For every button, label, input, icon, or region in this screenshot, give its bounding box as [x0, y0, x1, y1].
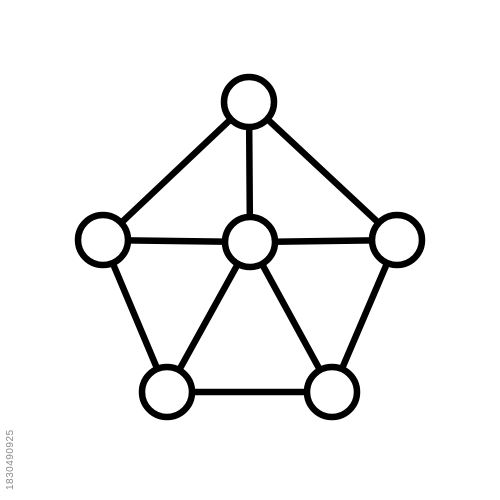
node-bottom-left [138, 363, 196, 421]
node-left [74, 211, 132, 269]
edge-center-bottom_left [163, 238, 254, 396]
stock-id-watermark: 1830490925 [5, 429, 16, 490]
node-right [368, 211, 426, 269]
edge-top-left [99, 98, 253, 244]
node-center [221, 213, 279, 271]
node-top [220, 73, 278, 131]
edge-top-right [245, 98, 401, 244]
edge-center-bottom_right [246, 238, 336, 396]
node-bottom-right [303, 363, 361, 421]
nodes-layer [74, 73, 426, 421]
